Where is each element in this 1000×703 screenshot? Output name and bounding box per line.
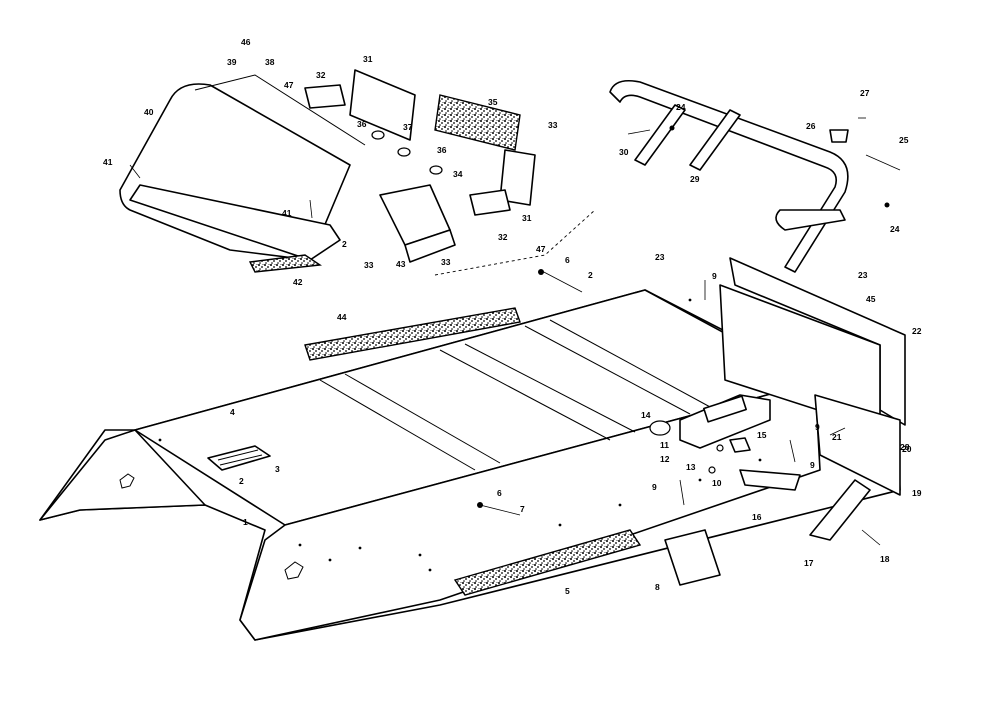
callout-21: 21 bbox=[832, 432, 842, 442]
bracket-17 bbox=[809, 479, 871, 541]
footrest-pad bbox=[453, 529, 642, 596]
callout-5: 5 bbox=[565, 586, 570, 596]
callout-3: 3 bbox=[275, 464, 280, 474]
callout-13: 13 bbox=[686, 462, 696, 472]
pad-3 bbox=[207, 445, 271, 471]
callout-17: 17 bbox=[804, 558, 814, 568]
callout-18: 18 bbox=[880, 554, 890, 564]
callout-9: 9 bbox=[652, 482, 657, 492]
rail-16 bbox=[739, 469, 801, 491]
callout-47: 47 bbox=[284, 80, 294, 90]
callout-2: 2 bbox=[342, 239, 347, 249]
callout-43: 43 bbox=[396, 259, 406, 269]
callout-19: 19 bbox=[912, 488, 922, 498]
callout-12: 12 bbox=[660, 454, 670, 464]
rear-flap bbox=[719, 257, 906, 496]
fasteners bbox=[129, 117, 901, 546]
callout-34: 34 bbox=[453, 169, 463, 179]
callout-14: 14 bbox=[641, 410, 651, 420]
callout-8: 8 bbox=[655, 582, 660, 592]
pad-32a bbox=[304, 84, 346, 109]
callout-1: 1 bbox=[243, 517, 248, 527]
callout-25: 25 bbox=[899, 135, 909, 145]
callout-23: 23 bbox=[858, 270, 868, 280]
callout-44: 44 bbox=[337, 312, 347, 322]
callout-24: 24 bbox=[676, 102, 686, 112]
callout-27: 27 bbox=[860, 88, 870, 98]
callout-2: 2 bbox=[588, 270, 593, 280]
callout-36: 36 bbox=[357, 119, 367, 129]
callout-10: 10 bbox=[712, 478, 722, 488]
bracket-31b bbox=[499, 149, 536, 206]
callout-28: 28 bbox=[900, 442, 910, 452]
callout-11: 11 bbox=[660, 440, 669, 450]
seal-42 bbox=[248, 254, 322, 273]
callout-41: 41 bbox=[282, 208, 292, 218]
callout-16: 16 bbox=[752, 512, 762, 522]
callout-40: 40 bbox=[144, 107, 154, 117]
panel-35 bbox=[434, 94, 521, 151]
grommet-36a bbox=[371, 130, 385, 140]
callout-36: 36 bbox=[437, 145, 447, 155]
grab-bar bbox=[609, 79, 849, 273]
callout-31: 31 bbox=[363, 54, 373, 64]
callout-29: 29 bbox=[690, 174, 700, 184]
console bbox=[379, 184, 456, 263]
callout-9: 9 bbox=[815, 422, 820, 432]
callout-22: 22 bbox=[912, 326, 922, 336]
callout-47: 47 bbox=[536, 244, 546, 254]
callout-33: 33 bbox=[441, 257, 451, 267]
callout-38: 38 bbox=[265, 57, 275, 67]
callout-33: 33 bbox=[548, 120, 558, 130]
rear-handle-bracket bbox=[649, 394, 771, 449]
callout-6: 6 bbox=[565, 255, 570, 265]
callout-39: 39 bbox=[227, 57, 237, 67]
callout-23: 23 bbox=[655, 252, 665, 262]
callout-7: 7 bbox=[520, 504, 525, 514]
callout-9: 9 bbox=[810, 460, 815, 470]
callout-33: 33 bbox=[364, 260, 374, 270]
tunnel-assembly bbox=[39, 289, 901, 641]
callout-45: 45 bbox=[866, 294, 876, 304]
callout-6: 6 bbox=[497, 488, 502, 498]
callout-26: 26 bbox=[806, 121, 816, 131]
bracket-31a bbox=[349, 69, 416, 141]
grommet-37 bbox=[397, 147, 411, 157]
callout-31: 31 bbox=[522, 213, 532, 223]
hood bbox=[119, 74, 366, 261]
callout-24: 24 bbox=[890, 224, 900, 234]
bracket-8 bbox=[664, 529, 721, 586]
callout-32: 32 bbox=[498, 232, 508, 242]
callout-32: 32 bbox=[316, 70, 326, 80]
rivets bbox=[158, 298, 792, 572]
pad-32b bbox=[469, 189, 511, 216]
callout-46: 46 bbox=[241, 37, 251, 47]
callout-35: 35 bbox=[488, 97, 498, 107]
callout-4: 4 bbox=[230, 407, 235, 417]
callout-30: 30 bbox=[619, 147, 629, 157]
grommet-36b bbox=[429, 165, 443, 175]
callout-20: 20 bbox=[902, 444, 912, 454]
callout-41: 41 bbox=[103, 157, 113, 167]
callout-37: 37 bbox=[403, 122, 413, 132]
callout-42: 42 bbox=[293, 277, 303, 287]
callouts: 1 2 2 2 3 4 5 6 6 7 8 9 9 9 9 10 11 12 1… bbox=[103, 37, 922, 596]
seat-pad bbox=[304, 307, 521, 361]
callout-9: 9 bbox=[712, 271, 717, 281]
callout-15: 15 bbox=[757, 430, 767, 440]
callout-2: 2 bbox=[239, 476, 244, 486]
